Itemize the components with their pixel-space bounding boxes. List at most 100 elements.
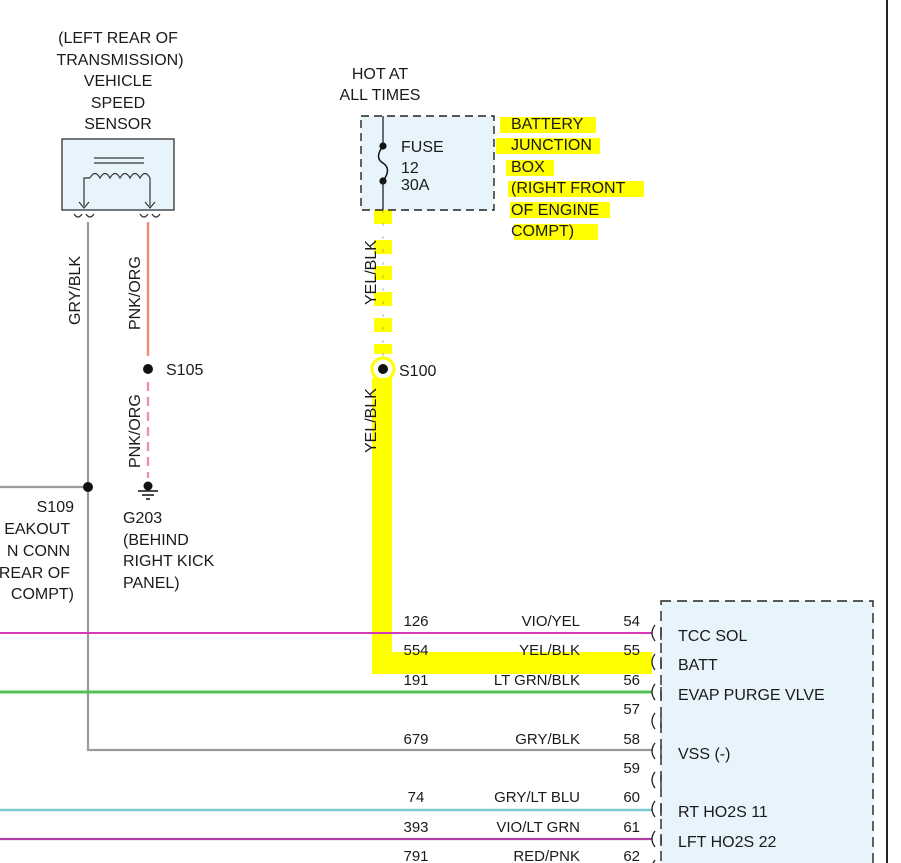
circuit-number: 393 xyxy=(403,819,428,836)
vss-terminal-right-icon xyxy=(144,201,156,209)
pin-number: 59 xyxy=(623,760,640,777)
circuit-number: 554 xyxy=(403,642,428,659)
wire-label-gry-blk-vss: GRY/BLK xyxy=(67,256,84,325)
highlight-yelblk-seg1 xyxy=(374,210,392,224)
wire-color-code: VIO/LT GRN xyxy=(496,819,580,836)
pin-number: 62 xyxy=(623,848,640,863)
g203-line-1: G203 xyxy=(123,510,162,527)
vss-coil-lead-left xyxy=(83,177,90,206)
circuit-row: 57 xyxy=(623,701,662,730)
fuse-icon xyxy=(377,145,389,182)
wire-color-code: GRY/LT BLU xyxy=(494,789,580,806)
highlight-marks xyxy=(372,117,652,674)
ground-g203-dot xyxy=(143,481,153,491)
wire-color-code: LT GRN/BLK xyxy=(494,672,580,689)
pin-number: 58 xyxy=(623,731,640,748)
fuse-12: FUSE 12 30A xyxy=(377,116,444,210)
pin-number: 60 xyxy=(623,789,640,806)
highlight-bjb-3 xyxy=(506,160,554,176)
bjb-line-4: (RIGHT FRONT xyxy=(511,180,626,197)
pin-number: 57 xyxy=(623,701,640,718)
wire-color-code: YEL/BLK xyxy=(519,642,580,659)
vss-coil-icon xyxy=(89,172,151,180)
bjb-line-1: BATTERY xyxy=(511,116,584,133)
bjb-line-2: JUNCTION xyxy=(511,137,592,154)
highlight-yelblk-vertical xyxy=(372,378,392,674)
highlight-yelblk-horizontal xyxy=(372,652,652,674)
vss-title-line-2: TRANSMISSION) xyxy=(56,52,183,69)
vss-title-line-5: SENSOR xyxy=(84,116,152,133)
connector-terminal-icon xyxy=(651,712,656,730)
pin-function-label: LFT HO2S 22 xyxy=(678,834,777,851)
pin-function-label: TCC SOL xyxy=(678,628,747,645)
circuit-number: 191 xyxy=(403,672,428,689)
highlight-yelblk-seg6 xyxy=(374,344,392,354)
vss-title-line-3: VEHICLE xyxy=(84,73,152,90)
connector-terminal-icon xyxy=(651,742,656,760)
wire-label-yel-blk-upper: YEL/BLK xyxy=(363,240,380,305)
pin-function-label: EVAP PURGE VLVE xyxy=(678,687,825,704)
s109-line-1: S109 xyxy=(37,499,74,516)
highlight-yelblk-seg5 xyxy=(374,318,392,332)
highlight-yelblk-seg2 xyxy=(374,240,392,254)
wire-label-pnk-org-upper: PNK/ORG xyxy=(127,256,144,330)
wire-label-yel-blk-lower: YEL/BLK xyxy=(363,388,380,453)
connector-terminal-icon xyxy=(651,624,656,642)
s109-line-4: REAR OF xyxy=(0,565,70,582)
bjb-label: BATTERY JUNCTION BOX (RIGHT FRONT OF ENG… xyxy=(511,116,626,240)
splice-s100 xyxy=(378,364,388,374)
connector-terminal-icon xyxy=(651,653,656,671)
highlight-yelblk-seg3 xyxy=(374,266,392,280)
fuse-line-2: 12 xyxy=(401,160,419,177)
vss-title-line-1: (LEFT REAR OF xyxy=(58,30,178,47)
wire-color-code: RED/PNK xyxy=(513,848,580,863)
battery-junction-box xyxy=(360,115,495,211)
bjb-line-6: COMPT) xyxy=(511,223,574,240)
pcm-module-box xyxy=(660,600,874,863)
vss-component-box xyxy=(61,138,175,211)
pin-function-label: BATT xyxy=(678,657,718,674)
wire-color-code: GRY/BLK xyxy=(515,731,580,748)
splice-s109 xyxy=(83,482,93,492)
circuit-number: 791 xyxy=(403,848,428,863)
vss-connector-right-icon xyxy=(139,213,161,218)
circuit-row: 791 RED/PNK 62 xyxy=(403,848,656,863)
highlight-yelblk-seg4 xyxy=(374,292,392,306)
g203-line-4: PANEL) xyxy=(123,575,180,592)
s109-line-3: N CONN xyxy=(7,543,70,560)
hot-at-all-times-line-1: HOT AT xyxy=(352,66,409,83)
pin-number: 55 xyxy=(623,642,640,659)
bjb-line-5: OF ENGINE xyxy=(511,202,599,219)
circuit-number: 74 xyxy=(408,789,425,806)
circuit-row: 59 xyxy=(623,760,662,789)
highlight-bjb-2 xyxy=(496,138,600,154)
circuit-number: 126 xyxy=(403,613,428,630)
connector-terminal-icon xyxy=(651,683,656,701)
connector-terminal-icon xyxy=(651,830,656,848)
ground-g203: G203 (BEHIND RIGHT KICK PANEL) xyxy=(123,481,215,592)
pin-number: 54 xyxy=(623,613,640,630)
splice-s105 xyxy=(143,364,153,374)
pin-number: 56 xyxy=(623,672,640,689)
g203-line-3: RIGHT KICK xyxy=(123,553,215,570)
hot-at-all-times-line-2: ALL TIMES xyxy=(340,87,421,104)
bjb-line-3: BOX xyxy=(511,159,545,176)
highlight-bjb-4 xyxy=(508,181,644,197)
fuse-line-1: FUSE xyxy=(401,139,444,156)
g203-line-2: (BEHIND xyxy=(123,532,189,549)
s105-label: S105 xyxy=(166,362,203,379)
s109-label: S109 EAKOUT N CONN REAR OF COMPT) xyxy=(0,499,74,603)
vss-terminal-left-icon xyxy=(78,201,90,209)
pin-number: 61 xyxy=(623,819,640,836)
connector-terminal-icon xyxy=(651,771,656,789)
wire-label-pnk-org-lower: PNK/ORG xyxy=(127,394,144,468)
connector-terminal-icon xyxy=(652,859,656,863)
